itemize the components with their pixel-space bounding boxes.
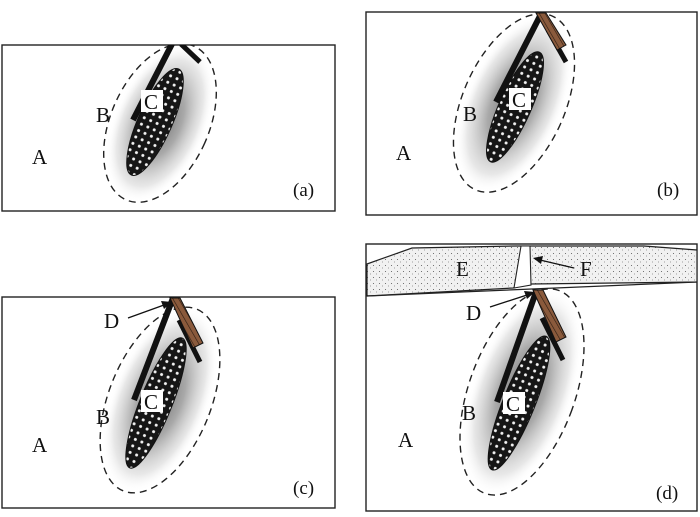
orebody-core xyxy=(126,68,184,176)
panel-b: C B A (b) xyxy=(365,11,698,216)
label-c: C xyxy=(144,90,158,114)
label-b: B xyxy=(463,102,477,126)
label-a: A xyxy=(396,141,412,165)
alteration-boundary xyxy=(102,45,218,203)
feeder-dike xyxy=(130,45,175,122)
alteration-boundary xyxy=(452,13,576,193)
label-b: B xyxy=(462,401,476,425)
label-c: C xyxy=(506,392,520,416)
feeder-dike xyxy=(493,12,544,104)
label-e: E xyxy=(456,257,469,281)
label-c-box xyxy=(141,90,163,112)
label-d-arrow xyxy=(127,304,165,319)
panel-b-tag: (b) xyxy=(657,180,679,201)
panel-c: D C B A (c) xyxy=(1,296,336,509)
cover-base xyxy=(366,281,697,297)
feeder-dike-branch xyxy=(179,45,202,64)
label-d-arrow xyxy=(489,294,528,308)
feeder-dike xyxy=(131,297,176,402)
feeder-dike xyxy=(494,290,539,404)
hydrothermal-vein xyxy=(169,297,204,349)
label-c: C xyxy=(144,390,158,414)
label-f: F xyxy=(580,257,592,281)
panel-d-tag: (d) xyxy=(656,483,678,504)
label-d: D xyxy=(104,309,119,333)
label-b: B xyxy=(96,405,110,429)
label-d-arrowhead xyxy=(161,301,172,309)
label-c-box xyxy=(509,88,531,110)
fault-f xyxy=(513,245,532,289)
panel-a: C B A (a) xyxy=(1,44,336,212)
label-f-arrowhead xyxy=(533,256,543,264)
label-b: B xyxy=(96,103,110,127)
label-d-arrowhead xyxy=(524,291,535,299)
panel-c-tag: (c) xyxy=(293,478,314,499)
alteration-boundary xyxy=(459,288,585,496)
cover-sequence-e xyxy=(366,245,697,297)
feeder-dike-branch xyxy=(539,316,566,362)
label-f-arrow xyxy=(539,259,575,269)
hydrothermal-vein xyxy=(535,12,567,51)
label-c: C xyxy=(512,88,526,112)
label-c-box xyxy=(141,390,163,412)
alteration-boundary xyxy=(99,306,221,494)
panel-d: F E D C B A (d) xyxy=(365,243,698,512)
label-d: D xyxy=(466,301,481,325)
panel-a-tag: (a) xyxy=(293,180,314,201)
label-a: A xyxy=(32,145,48,169)
hydrothermal-vein xyxy=(532,289,567,343)
label-a: A xyxy=(32,433,48,457)
label-a: A xyxy=(398,428,414,452)
label-c-box xyxy=(503,392,525,414)
